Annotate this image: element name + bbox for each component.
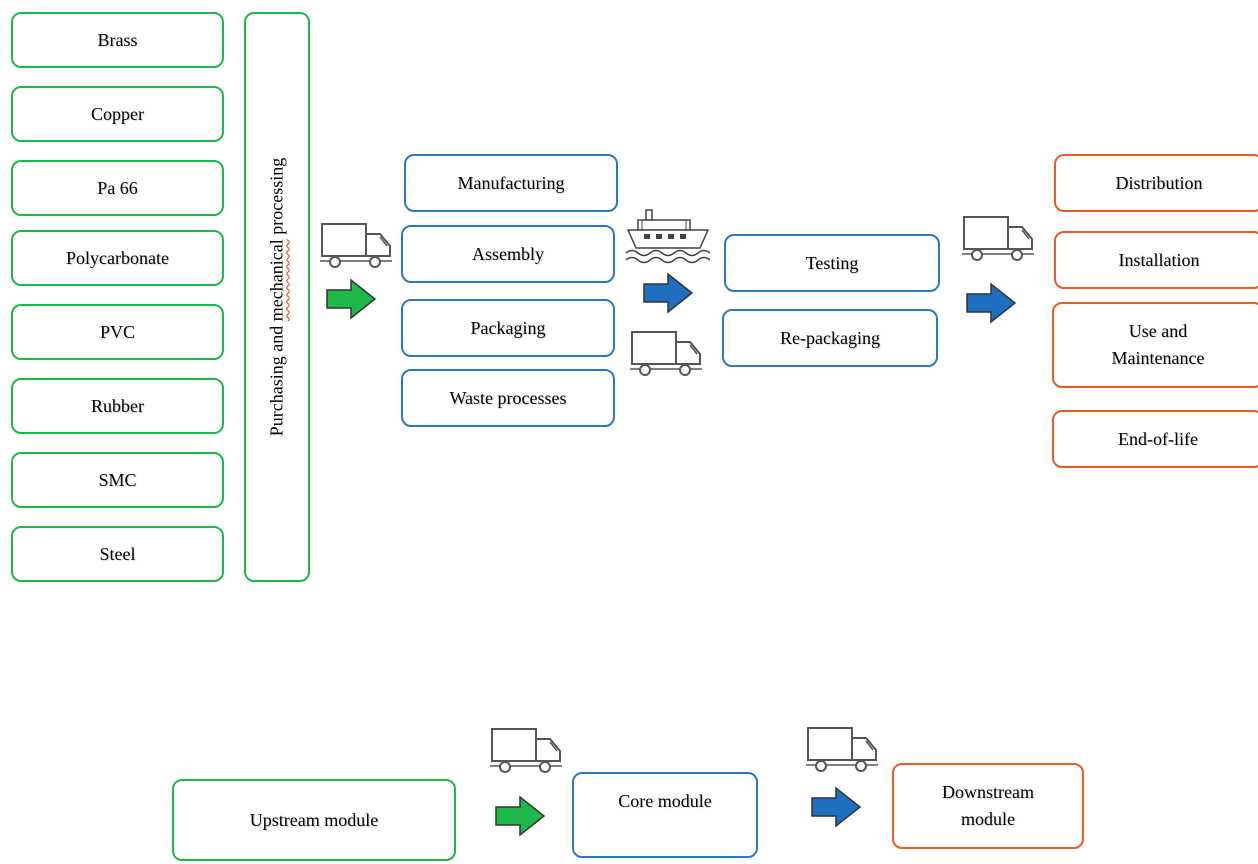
legend-core-label: Core module bbox=[618, 790, 712, 811]
core-step-assembly: Assembly bbox=[401, 225, 615, 283]
core-step-label: Assembly bbox=[472, 243, 544, 264]
legend-downstream-label: Downstream module bbox=[942, 782, 1034, 829]
material-label: Steel bbox=[99, 543, 136, 564]
material-polycarbonate: Polycarbonate bbox=[11, 230, 224, 286]
material-steel: Steel bbox=[11, 526, 224, 582]
processing-box bbox=[244, 12, 310, 582]
arrow-right-icon bbox=[326, 278, 377, 320]
ship-icon bbox=[625, 209, 710, 264]
processing-label: Purchasing and mechanical processing bbox=[267, 158, 288, 436]
material-label: SMC bbox=[98, 469, 137, 490]
downstream-label: Distribution bbox=[1115, 172, 1203, 193]
material-rubber: Rubber bbox=[11, 378, 224, 434]
core-repackaging-label: Re-packaging bbox=[780, 327, 880, 348]
material-label: Pa 66 bbox=[97, 177, 138, 198]
arrow-right-icon bbox=[811, 786, 862, 828]
arrow-right-icon bbox=[643, 272, 694, 314]
processing-label-part: processing bbox=[266, 157, 287, 235]
downstream-distribution: Distribution bbox=[1054, 154, 1258, 212]
material-pa66: Pa 66 bbox=[11, 160, 224, 216]
core-repackaging: Re-packaging bbox=[722, 309, 938, 367]
core-step-waste: Waste processes bbox=[401, 369, 615, 427]
downstream-use-maintenance: Use and Maintenance bbox=[1052, 302, 1258, 388]
material-smc: SMC bbox=[11, 452, 224, 508]
downstream-label: End-of-life bbox=[1118, 428, 1198, 449]
core-step-label: Packaging bbox=[470, 317, 546, 338]
material-label: Brass bbox=[97, 29, 138, 50]
arrow-right-icon bbox=[966, 282, 1017, 324]
core-step-label: Manufacturing bbox=[457, 172, 565, 193]
downstream-installation: Installation bbox=[1054, 231, 1258, 289]
arrow-right-icon bbox=[495, 795, 546, 837]
legend-upstream: Upstream module bbox=[172, 779, 456, 861]
material-label: Rubber bbox=[91, 395, 144, 416]
truck-icon bbox=[490, 728, 562, 773]
core-step-label: Waste processes bbox=[449, 387, 567, 408]
processing-label-part: mechanical bbox=[266, 239, 287, 322]
downstream-end-of-life: End-of-life bbox=[1052, 410, 1258, 468]
core-step-packaging: Packaging bbox=[401, 299, 615, 357]
material-label: PVC bbox=[99, 321, 135, 342]
material-pvc: PVC bbox=[11, 304, 224, 360]
truck-icon bbox=[630, 331, 702, 376]
material-copper: Copper bbox=[11, 86, 224, 142]
truck-icon bbox=[806, 727, 878, 772]
core-step-manufacturing: Manufacturing bbox=[404, 154, 618, 212]
downstream-label: Use and Maintenance bbox=[1111, 321, 1205, 368]
core-testing: Testing bbox=[724, 234, 940, 292]
material-label: Polycarbonate bbox=[66, 247, 169, 268]
legend-upstream-label: Upstream module bbox=[249, 809, 379, 830]
material-brass: Brass bbox=[11, 12, 224, 68]
processing-label-part bbox=[267, 235, 287, 240]
material-label: Copper bbox=[91, 103, 144, 124]
truck-icon bbox=[320, 223, 392, 268]
core-testing-label: Testing bbox=[805, 252, 859, 273]
truck-icon bbox=[962, 216, 1034, 261]
processing-label-part: Purchasing and bbox=[266, 321, 287, 437]
legend-downstream: Downstream module bbox=[892, 763, 1084, 849]
legend-core: Core module bbox=[572, 772, 758, 858]
downstream-label: Installation bbox=[1118, 249, 1200, 270]
